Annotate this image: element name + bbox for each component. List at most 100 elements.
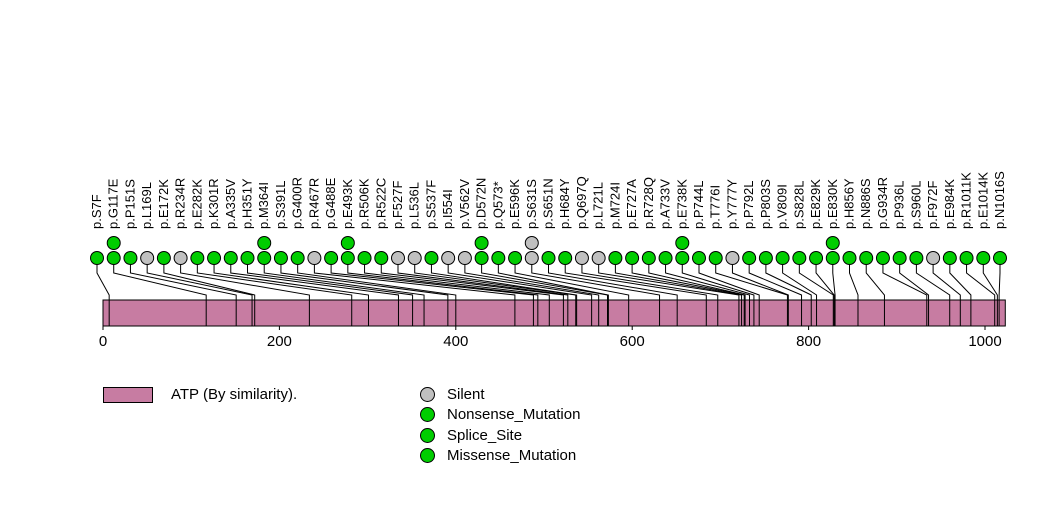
mutation-connector — [581, 264, 719, 326]
mutation-connector — [899, 264, 930, 326]
mutation-connector — [113, 264, 207, 326]
mutation-label: p.G488E — [323, 177, 338, 229]
domain-label: ATP (By similarity). — [171, 386, 298, 403]
mutation-label: p.S7F — [89, 194, 104, 229]
mutation-label: p.P744L — [691, 181, 706, 229]
mutation-connector — [330, 264, 534, 326]
mutation-label: p.L721L — [591, 182, 606, 229]
mutation-label: p.E738K — [674, 179, 689, 229]
mutation-label: p.S828L — [791, 181, 806, 229]
mutation-label: p.H856Y — [842, 178, 857, 229]
mutation-connector — [230, 264, 399, 326]
mutation-lollipop — [909, 251, 924, 265]
mutation-lollipop — [290, 251, 305, 265]
mutation-label: p.L169L — [139, 182, 154, 229]
mutation-label: p.E829K — [808, 179, 823, 229]
mutation-lollipop — [273, 251, 288, 265]
mutation-label: p.G934R — [875, 177, 890, 229]
mutation-lollipop — [758, 251, 773, 265]
mutation-connector — [966, 264, 996, 326]
legend-item-label: Nonsense_Mutation — [447, 406, 581, 424]
mutation-lollipop — [106, 251, 121, 265]
mutation-connector — [213, 264, 369, 326]
mutation-connector — [364, 264, 550, 326]
mutation-lollipop — [508, 251, 523, 265]
mutation-label: p.Q697Q — [574, 176, 589, 229]
mutation-lollipop — [173, 251, 188, 265]
mutation-connector — [280, 264, 449, 326]
mutation-lollipop — [223, 251, 238, 265]
mutation-lollipop — [875, 251, 890, 265]
mutation-connector — [698, 264, 760, 326]
mutation-lollipop — [692, 251, 706, 265]
mutation-label: p.V809I — [775, 184, 790, 229]
mutation-lollipop — [524, 251, 539, 265]
mutation-label: p.E727A — [624, 179, 639, 229]
axis-tick-label: 1000 — [968, 333, 1001, 350]
mutation-lollipop — [407, 251, 422, 265]
mutation-connector — [96, 264, 110, 326]
mutation-connector — [414, 264, 577, 326]
mutation-label: p.D572N — [474, 178, 489, 229]
mutation-lollipop — [374, 251, 389, 265]
mutation-label: p.E596K — [507, 179, 522, 229]
mutation-label: p.P936L — [892, 181, 907, 229]
mutation-label: p.L536L — [407, 182, 422, 229]
mutation-connector — [531, 264, 661, 326]
mutation-lollipop — [491, 251, 506, 265]
mutation-connector — [129, 264, 237, 326]
mutation-lollipop — [809, 251, 824, 265]
mutation-lollipop — [340, 251, 355, 265]
mutation-lollipop — [123, 251, 138, 265]
mutation-label: p.E830K — [825, 179, 840, 229]
mutation-label: p.K301R — [206, 178, 221, 229]
mutation-label: p.R506K — [357, 178, 372, 229]
axis-tick-label: 0 — [99, 333, 107, 350]
mutation-lollipop — [324, 251, 339, 265]
mutation-lollipop — [625, 251, 640, 265]
mutation-lollipop — [257, 236, 272, 250]
mutation-lollipop — [708, 251, 723, 265]
mutation-lollipop — [608, 251, 623, 265]
mutation-label: p.S651N — [541, 178, 556, 229]
legend-item-splice-site: Splice_Site — [420, 425, 580, 446]
domain-color-swatch — [103, 386, 153, 403]
mutation-label: p.R234R — [173, 178, 188, 229]
mutation-lollipop — [574, 251, 589, 265]
mutation-lollipop — [641, 251, 656, 265]
mutation-lollipop — [474, 251, 489, 265]
mutation-lollipop — [424, 251, 439, 265]
mutation-connector — [497, 264, 609, 326]
mutation-lollipop — [675, 236, 690, 250]
mutation-lollipop — [842, 251, 857, 265]
mutation-lollipop — [156, 251, 171, 265]
mutation-label: p.I554I — [440, 189, 455, 229]
mutation-lollipop — [591, 251, 606, 265]
splice-site-circle-icon — [420, 427, 435, 443]
mutation-lollipop — [775, 251, 790, 265]
mutation-connector — [681, 264, 755, 326]
mutation-lollipop — [441, 251, 456, 265]
mutation-lollipop — [825, 236, 840, 250]
mutation-label: p.P792L — [741, 181, 756, 229]
mutation-label: p.E493K — [340, 179, 355, 229]
mutation-connector — [815, 264, 835, 326]
protein-domain-bar — [102, 299, 1006, 327]
mutation-connector — [949, 264, 972, 326]
mutation-connector — [163, 264, 256, 326]
mutation-connector — [849, 264, 859, 326]
mutation-lollipop — [792, 251, 807, 265]
mutation-connector — [982, 264, 998, 326]
mutation-connector — [430, 264, 578, 326]
mutation-connector — [548, 264, 678, 326]
mutation-label: p.R467R — [306, 178, 321, 229]
mutation-lollipop — [725, 251, 740, 265]
mutation-lollipop — [190, 251, 205, 265]
axis-tick-label: 200 — [267, 333, 292, 350]
mutation-label: p.E282K — [189, 179, 204, 229]
mutation-label: p.A733V — [658, 179, 673, 229]
mutation-connector — [313, 264, 516, 326]
mutation-label: p.G117E — [106, 178, 121, 229]
mutation-connector — [514, 264, 630, 326]
mutation-connector — [347, 264, 539, 326]
